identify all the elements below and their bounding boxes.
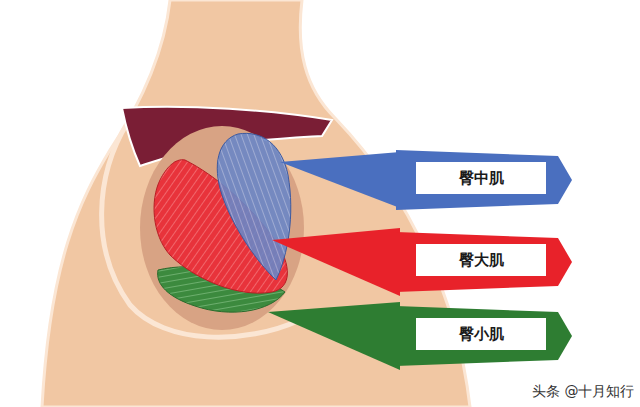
band-fill — [396, 306, 572, 366]
callout-band: 臀小肌 — [396, 306, 572, 366]
callout-band: 臀大肌 — [396, 232, 572, 292]
band-fill — [396, 232, 572, 292]
muscle-label: 臀大肌 — [416, 244, 546, 276]
gluteus-medius — [217, 133, 291, 280]
watermark: 头条 @十月知行 — [532, 383, 634, 401]
muscle-label: 臀小肌 — [416, 318, 546, 350]
callout-band: 臀中肌 — [396, 150, 572, 210]
muscle-label: 臀中肌 — [416, 162, 546, 194]
pointer-triangle — [272, 228, 400, 296]
muscle-shadow — [140, 126, 304, 330]
band-fill — [396, 150, 572, 210]
pointer-triangle — [268, 302, 400, 370]
pointer-triangle — [280, 152, 400, 208]
